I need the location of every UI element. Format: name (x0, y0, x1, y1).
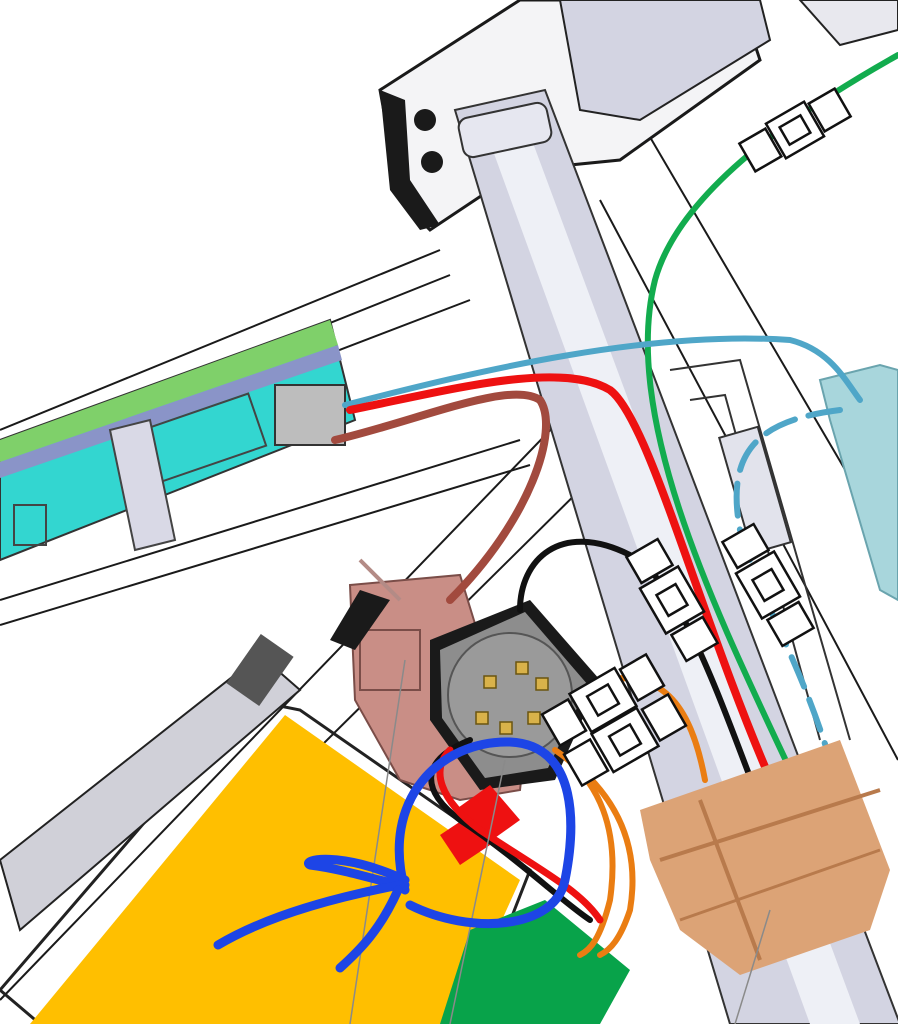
battery-pack (0, 633, 532, 1024)
light-blue-wire-dashed (733, 407, 843, 763)
red-wire-lower (436, 746, 604, 924)
orange-wire (567, 757, 636, 958)
brown-wire (331, 390, 550, 604)
down-tube (0, 318, 357, 562)
motor-pin-icon (535, 677, 549, 691)
connectors (540, 86, 853, 788)
motor-pin-icon (475, 711, 489, 725)
connector-icon (624, 537, 720, 663)
blue-hand-drawn-loop (213, 737, 576, 973)
leader-lines (349, 659, 771, 1024)
circuit-board (440, 900, 630, 1024)
motor-pin-icon (483, 675, 497, 689)
motor-pin-icon (499, 721, 513, 735)
junction-box (640, 740, 890, 975)
connector-icon (720, 522, 816, 648)
motor-pin-icon (515, 661, 529, 675)
connector-icon (737, 86, 853, 174)
mount-bolt (421, 151, 443, 173)
mount-bolt (414, 109, 436, 131)
light-blue-wire (342, 335, 863, 408)
connector-icon (562, 692, 688, 788)
down-tube-green-strip (0, 320, 338, 462)
display-unit (818, 363, 898, 602)
connector-icon (540, 652, 666, 748)
motor-pin-icon (527, 711, 541, 725)
